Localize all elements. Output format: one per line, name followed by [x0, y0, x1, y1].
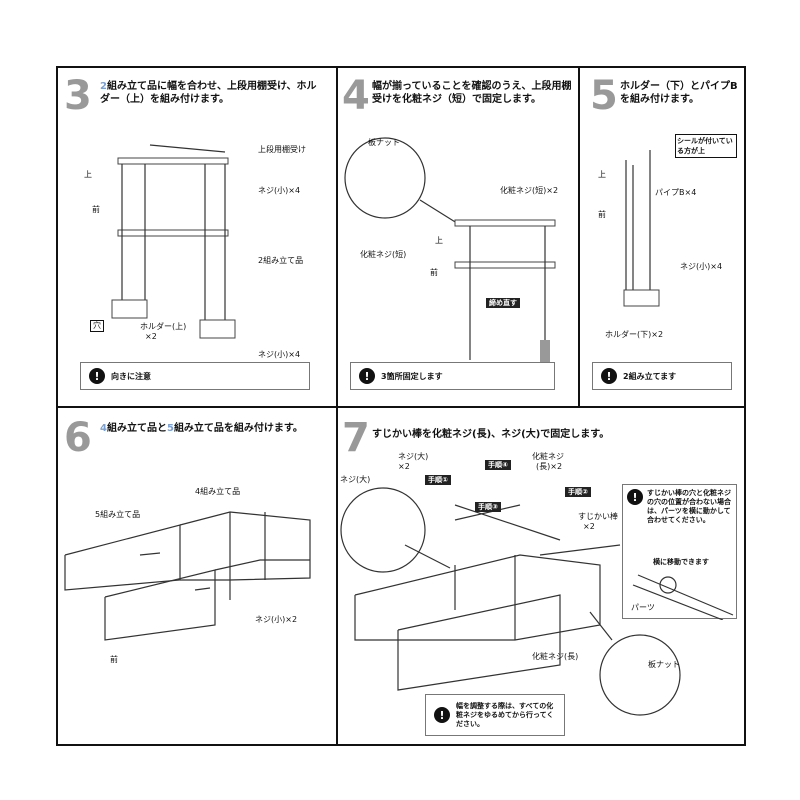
step3-drawing — [111, 144, 236, 339]
step-title: 2組み立て品に幅を合わせ、上段用棚受け、ホルダー（上）を組み付けます。 — [100, 80, 325, 106]
caution-note: ! 幅を調整する際は、すべての化粧ネジをゆるめてから行ってください。 — [425, 694, 565, 736]
label: パイプB×4 — [655, 188, 697, 197]
label: 板ナット — [648, 660, 680, 669]
label: ネジ(小)×4 — [680, 262, 723, 271]
col-divider — [336, 66, 338, 406]
step-title: 幅が揃っていることを確認のうえ、上段用棚受けを化粧ネジ（短）で固定します。 — [372, 81, 572, 105]
label: ×2 — [583, 522, 595, 531]
up-arrow-icon: 上 — [598, 170, 606, 179]
label: ホルダー(上) — [140, 322, 187, 331]
note-text: 幅を調整する際は、すべての化粧ネジをゆるめてから行ってください。 — [456, 701, 554, 728]
step-title: すじかい棒を化粧ネジ(長)、ネジ(大)で固定します。 — [372, 429, 610, 440]
step-tag: 手順③ — [475, 502, 501, 512]
label: ホルダー(下)×2 — [605, 330, 664, 339]
label: ネジ(小)×2 — [255, 615, 298, 624]
label: ネジ(小)×4 — [258, 186, 301, 195]
front-arrow-icon: 前 — [430, 268, 438, 277]
step5-drawing — [623, 150, 660, 307]
caution-note: ! 2組み立てます — [592, 362, 732, 390]
label: 締め直す — [486, 298, 520, 308]
up-arrow-icon: 上 — [84, 170, 92, 179]
note-text: 3箇所固定します — [381, 371, 443, 381]
step-title: ホルダー（下）とパイプBを組み付けます。 — [620, 81, 738, 105]
label: ネジ(小)×4 — [258, 350, 301, 359]
caution-note: ! 向きに注意 — [80, 362, 310, 390]
label: 5組み立て品 — [95, 510, 141, 519]
label: パーツ — [631, 603, 655, 612]
step-number: 7 — [342, 415, 370, 461]
label: (長)×2 — [536, 462, 563, 471]
col-divider — [578, 66, 580, 406]
title-ref: 4 — [100, 423, 107, 434]
exclamation-icon: ! — [89, 368, 105, 384]
label: ネジ(大) — [340, 475, 371, 484]
title-ref: 2 — [100, 81, 107, 92]
exclamation-icon: ! — [434, 707, 450, 723]
col-divider — [336, 406, 338, 746]
title-text: 組み立て品に幅を合わせ、上段用棚受け、ホルダー（上）を組み付けます。 — [100, 81, 317, 105]
note-text: 向きに注意 — [111, 371, 151, 381]
step-number: 5 — [590, 73, 618, 119]
label: 化粧ネジ(短)×2 — [500, 186, 559, 195]
detail-callout: !すじかい棒の穴と化粧ネジの穴の位置が合わない場合は、パーツを横に動かして合わせ… — [622, 484, 737, 620]
step-number: 3 — [64, 73, 92, 119]
label: 上段用棚受け — [258, 145, 306, 154]
step-number: 6 — [64, 415, 92, 461]
front-arrow-icon: 前 — [598, 210, 606, 219]
label: 穴 — [90, 320, 104, 332]
step-number: 4 — [342, 73, 370, 119]
step7-drawing — [340, 487, 681, 716]
title-ref: 5 — [166, 423, 174, 434]
exclamation-icon: ! — [627, 489, 643, 505]
label: 板ナット — [368, 138, 400, 147]
label: ネジ(大) — [398, 452, 429, 461]
front-arrow-icon: 前 — [110, 655, 118, 664]
up-arrow-icon: 上 — [435, 236, 443, 245]
note-text: すじかい棒の穴と化粧ネジの穴の位置が合わない場合は、パーツを横に動かして合わせて… — [647, 489, 731, 524]
step4-drawing — [344, 137, 556, 362]
exclamation-icon: ! — [359, 368, 375, 384]
label: 2組み立て品 — [258, 256, 304, 265]
label: 横に移動できます — [653, 558, 709, 566]
step-title: 4組み立て品と5組み立て品を組み付けます。 — [100, 422, 330, 435]
label: 化粧ネジ(長) — [532, 652, 579, 661]
front-arrow-icon: 前 — [92, 205, 100, 214]
label: ×2 — [145, 332, 157, 341]
row-divider — [56, 406, 746, 408]
title-text: 組み立て品と — [106, 423, 167, 434]
label: ×2 — [398, 462, 410, 471]
step-tag: 手順② — [565, 487, 591, 497]
step-tag: 手順① — [425, 475, 451, 485]
label: 4組み立て品 — [195, 487, 241, 496]
exclamation-icon: ! — [601, 368, 617, 384]
label: すじかい棒 — [578, 512, 618, 521]
label: 化粧ネジ(短) — [360, 250, 407, 259]
label: シールが付いている方が上 — [675, 134, 737, 158]
caution-note: ! 3箇所固定します — [350, 362, 555, 390]
step-tag: 手順④ — [485, 460, 511, 470]
title-text: 組み立て品を組み付けます。 — [173, 423, 303, 434]
note-text: 2組み立てます — [623, 371, 677, 381]
step6-drawing — [64, 511, 311, 641]
label: 化粧ネジ — [532, 452, 564, 461]
